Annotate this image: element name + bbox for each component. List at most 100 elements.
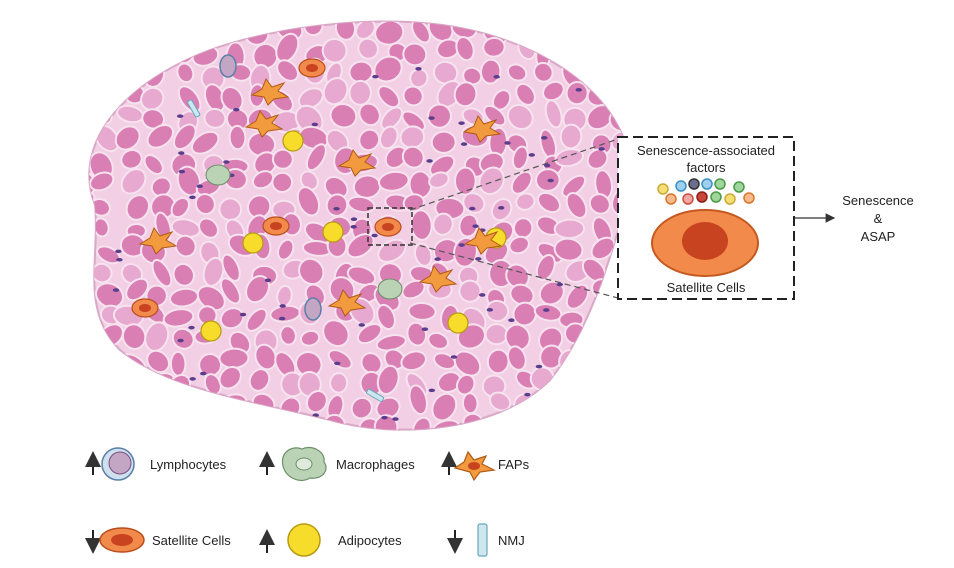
myonucleus [312,413,319,418]
muscle-fiber [65,62,90,82]
muscle-fiber [608,301,631,327]
muscle-fiber [70,20,90,42]
factor-dot [682,193,694,205]
muscle-fiber [125,194,151,221]
myonucleus [535,364,543,369]
muscle-fiber [584,322,608,344]
muscle-fiber [125,277,149,302]
muscle-fiber [248,412,268,430]
factor-dot [688,178,700,190]
factor-dot [701,178,713,190]
muscle-fiber [378,170,410,192]
muscle-fiber [511,145,529,171]
muscle-fiber [218,347,250,369]
muscle-fiber [532,415,561,430]
muscle-fiber [453,166,477,196]
muscle-fiber [589,350,611,378]
muscle-fiber [536,191,561,214]
myonucleus [575,88,582,92]
muscle-fiber [462,192,486,214]
myonucleus [233,107,240,112]
muscle-fiber [432,212,454,236]
tissue-cells [131,54,507,402]
muscle-fiber [322,319,350,348]
muscle-fiber [66,410,88,439]
muscle-fiber [356,323,383,345]
muscle-fiber [553,218,586,240]
muscle-fiber [376,303,396,331]
muscle-fiber [510,170,533,195]
muscle-fiber [296,186,321,217]
muscle-fiber [219,277,241,305]
muscle-fiber [141,38,165,58]
muscle-fiber [322,77,349,106]
factor-dot [724,193,736,205]
myonucleus [547,178,554,183]
myonucleus [486,308,494,312]
muscle-fiber [609,21,631,39]
muscle-fiber [122,373,142,393]
muscle-fiber [586,148,609,170]
fap [138,226,178,255]
muscle-fiber [147,21,170,39]
zoomed-satellite-cell [651,209,759,277]
muscle-fiber [430,130,457,154]
muscle-fiber [146,124,175,149]
zoom-box: Senescence-associated factors Satellite … [617,136,795,300]
legend-item-adipocytes: Adipocytes [259,523,402,557]
muscle-fiber [89,280,95,300]
myonucleus [543,308,550,312]
myonucleus [358,323,365,327]
myonucleus [178,169,186,174]
fap [463,226,503,255]
muscle-fiber [172,123,197,151]
muscle-fiber [588,21,612,37]
muscle-fiber [478,166,505,196]
muscle-fiber [297,87,324,110]
muscle-fiber [298,257,325,286]
muscle-fiber [89,396,98,421]
muscle-fiber [89,21,113,47]
muscle-fiber [221,253,241,282]
myonucleus [116,257,123,262]
muscle-fiber [453,81,478,108]
muscle-fiber [589,57,610,86]
muscle-fiber [410,209,433,241]
muscle-fiber [485,299,510,323]
satellite-cell [298,58,326,78]
muscle-fiber [543,397,560,419]
muscle-fiber [401,279,426,300]
myonucleus [223,160,230,164]
muscle-fiber [508,416,532,430]
muscle-fiber [607,351,631,368]
satellite-cell-nucleus [270,222,282,230]
myonucleus [556,282,564,287]
muscle-fiber [412,416,432,430]
muscle-fiber [504,323,531,352]
muscle-fiber [506,63,528,82]
muscle-fiber [279,325,297,346]
muscle-fiber [228,124,247,151]
muscle-fiber [555,21,582,38]
factor-dot [733,181,745,193]
myonucleus [350,225,357,229]
fap [337,148,377,177]
fap [250,77,290,106]
muscle-fiber [413,242,433,267]
muscle-fiber [426,103,452,129]
muscle-fiber [245,307,268,332]
muscle-fiber [123,43,147,64]
outcome-line1: Senescence [842,193,914,208]
myonucleus [542,419,549,423]
myonucleus [200,371,207,376]
myonucleus [543,163,551,168]
factor-dot [665,193,677,205]
muscle-fiber [68,104,92,131]
muscle-fiber [192,398,219,417]
myonucleus [504,141,511,145]
muscle-fiber [379,125,399,150]
myonucleus [139,390,147,394]
lymphocyte-icon [101,447,135,481]
muscle-fiber [323,176,349,200]
muscle-fiber [89,35,91,61]
